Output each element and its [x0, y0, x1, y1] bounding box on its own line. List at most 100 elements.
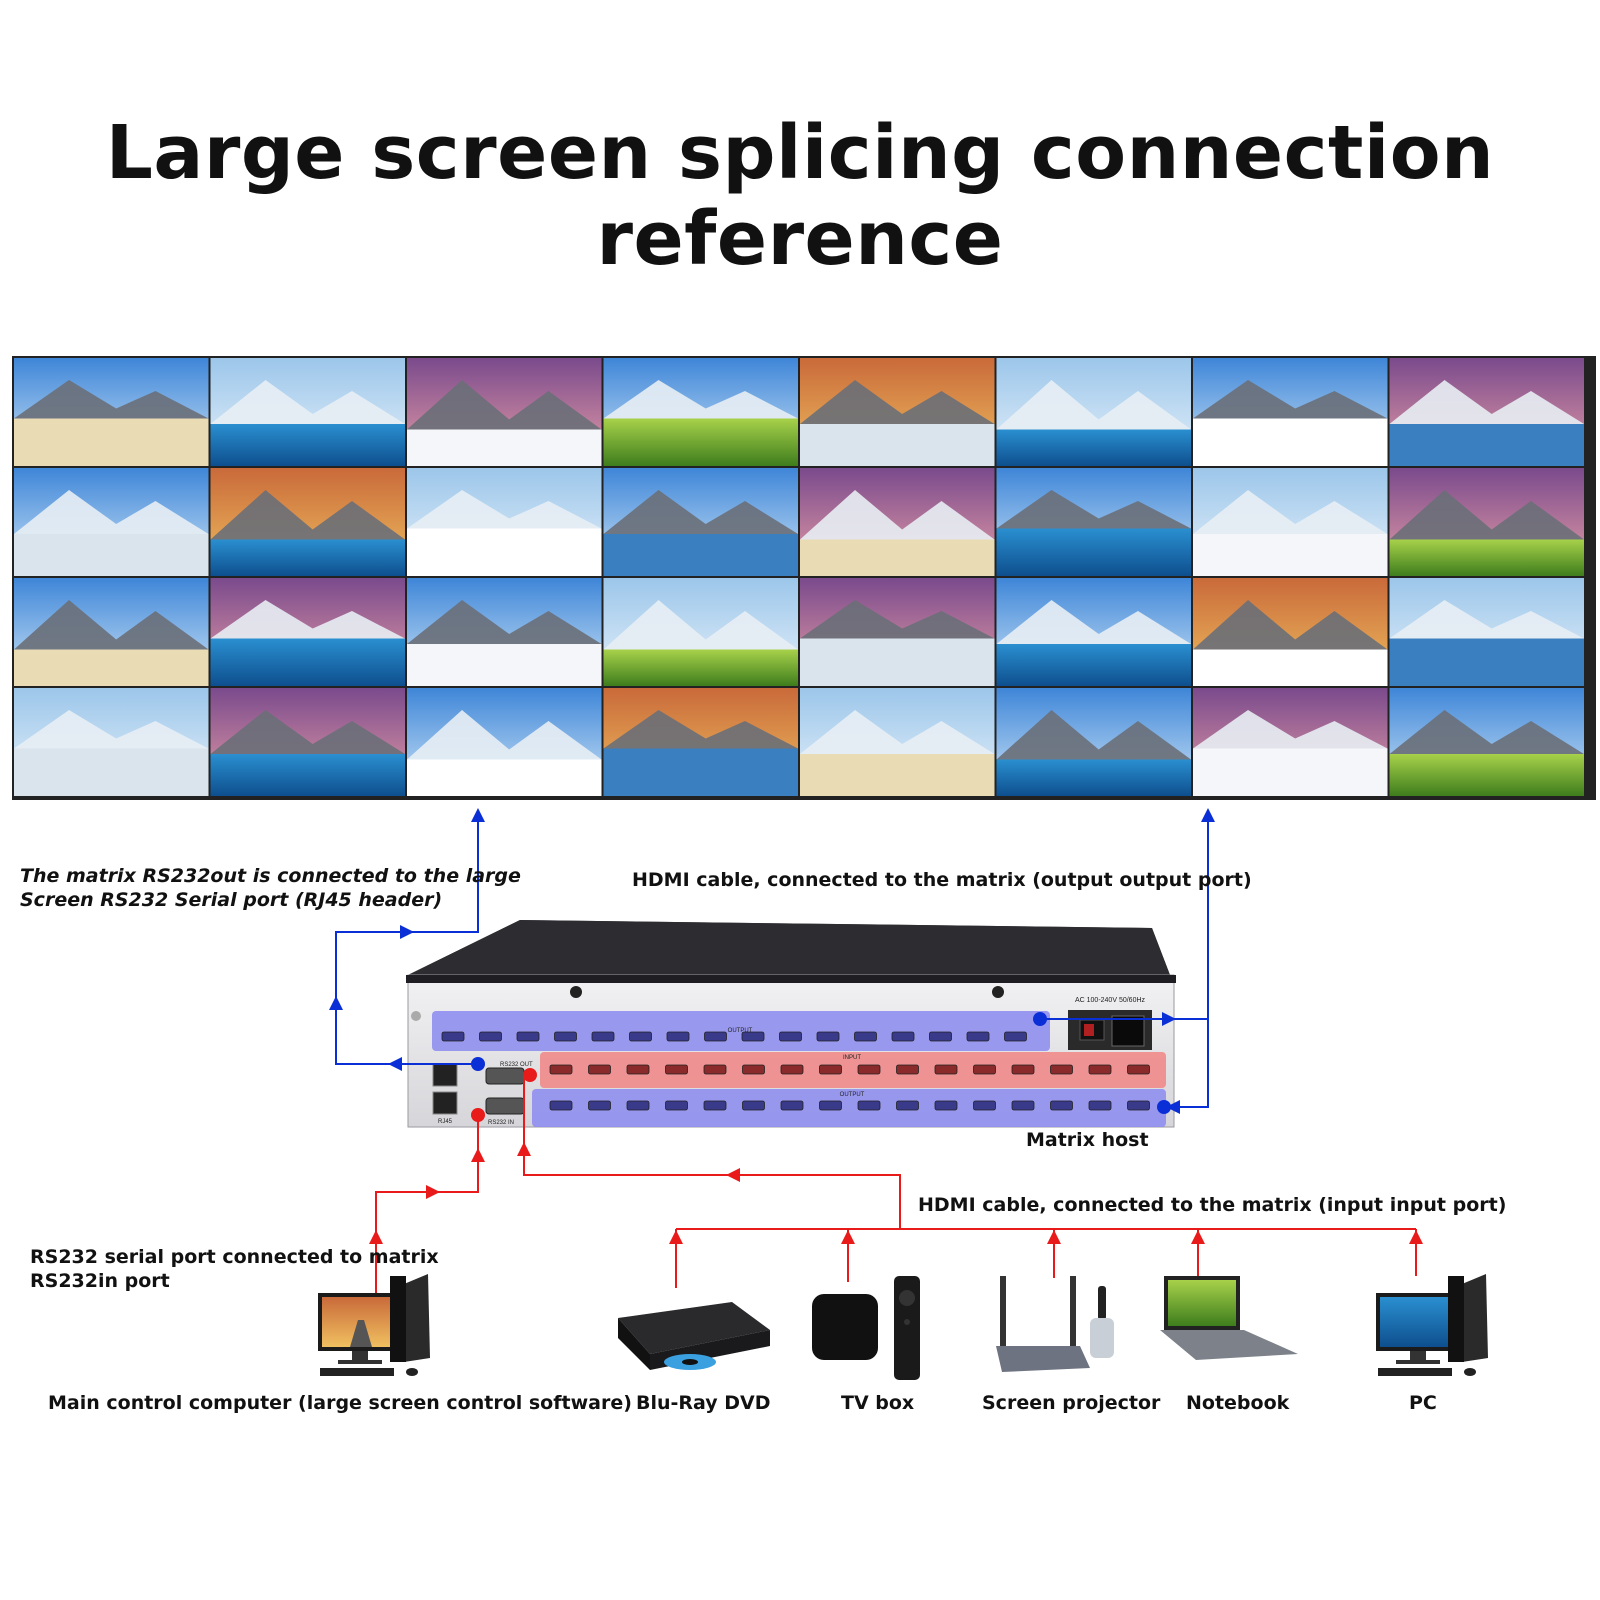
- screen-projector-icon: [996, 1276, 1114, 1372]
- hdmi-port: [896, 1064, 919, 1075]
- hdmi-port: [857, 1064, 881, 1075]
- hdmi-port: [554, 1031, 577, 1042]
- input-band-label: INPUT: [843, 1055, 861, 1061]
- hdmi-port: [703, 1100, 727, 1111]
- rs232out-control-line: [335, 815, 479, 1065]
- hdmi-port: [1127, 1064, 1150, 1075]
- hdmi-port: [854, 1031, 877, 1042]
- hdmi-port: [666, 1031, 690, 1042]
- tv-box-icon: [812, 1276, 920, 1380]
- video-wall-tile: [14, 468, 209, 576]
- hdmi-port: [1127, 1100, 1150, 1111]
- video-wall-tile: [603, 688, 798, 796]
- video-wall-tile: [1193, 688, 1388, 796]
- hdmi-port: [896, 1100, 919, 1111]
- computer-icon: [318, 1274, 430, 1376]
- video-wall-tile: [407, 688, 602, 796]
- video-wall-tile: [407, 578, 602, 686]
- video-wall-tile: [210, 578, 405, 686]
- hdmi-port: [973, 1064, 996, 1075]
- hdmi-port: [588, 1064, 611, 1075]
- video-wall-tile: [407, 468, 602, 576]
- hdmi-port: [779, 1031, 802, 1042]
- rs232in-note: RS232 serial port connected to matrix RS…: [30, 1245, 439, 1293]
- video-wall-tile: [14, 688, 209, 796]
- video-wall-tile: [407, 358, 602, 466]
- hdmi-port: [479, 1031, 502, 1042]
- hdmi-port: [703, 1064, 727, 1075]
- hdmi-port: [857, 1100, 881, 1111]
- hdmi-port: [741, 1031, 765, 1042]
- video-wall-tile: [996, 468, 1191, 576]
- hdmi-port: [816, 1031, 840, 1042]
- video-wall-tile: [210, 468, 405, 576]
- hdmi-port: [665, 1064, 688, 1075]
- device-label-tv-box: TV box: [841, 1392, 915, 1414]
- bluray-player-icon: [618, 1302, 770, 1370]
- hdmi-port: [819, 1064, 842, 1075]
- rs232out-note-line1: The matrix RS232out is connected to the …: [20, 865, 521, 887]
- output-band-bottom-label: OUTPUT: [840, 1092, 865, 1098]
- rs232-out-label: RS232 OUT: [500, 1062, 533, 1068]
- power-label: AC 100-240V 50/60Hz: [1075, 997, 1146, 1004]
- video-wall-tile: [210, 688, 405, 796]
- video-wall-tile: [1193, 578, 1388, 686]
- hdmi-port: [626, 1100, 650, 1111]
- output-band-bottom: [532, 1089, 1166, 1127]
- video-wall-tile: [14, 578, 209, 686]
- hdmi-port: [780, 1064, 804, 1075]
- hdmi-port: [704, 1031, 727, 1042]
- laptop-icon: [1160, 1276, 1298, 1360]
- hdmi-port: [966, 1031, 990, 1042]
- computer-icon: [1376, 1274, 1488, 1376]
- input-band: [540, 1052, 1166, 1088]
- video-wall-tile: [996, 688, 1191, 796]
- hdmi-port: [891, 1031, 915, 1042]
- hdmi-port: [1011, 1064, 1035, 1075]
- device-label-notebook: Notebook: [1186, 1392, 1290, 1414]
- video-wall-tile: [800, 358, 995, 466]
- hdmi-port: [934, 1100, 958, 1111]
- rj45-port-2: [432, 1091, 458, 1115]
- video-wall-tile: [1389, 358, 1584, 466]
- hdmi-port: [516, 1031, 540, 1042]
- video-wall-tile: [14, 358, 209, 466]
- video-wall-tile: [603, 578, 798, 686]
- device-label-pc: PC: [1409, 1392, 1437, 1414]
- device-label-bluray: Blu-Ray DVD: [636, 1392, 771, 1414]
- hdmi-port: [934, 1064, 958, 1075]
- video-wall-tile: [1389, 688, 1584, 796]
- hdmi-input-note: HDMI cable, connected to the matrix (inp…: [918, 1194, 1507, 1216]
- rs232-in-label: RS232 IN: [488, 1120, 514, 1126]
- hdmi-port: [665, 1100, 688, 1111]
- hdmi-port: [929, 1031, 952, 1042]
- device-label-main-computer: Main control computer (large screen cont…: [48, 1392, 632, 1414]
- video-wall-tile: [603, 358, 798, 466]
- rs232out-note-line2: Screen RS232 Serial port (RJ45 header): [20, 889, 443, 911]
- hdmi-port: [973, 1100, 996, 1111]
- hdmi-port: [1011, 1100, 1035, 1111]
- video-wall-tile: [1389, 468, 1584, 576]
- hdmi-port: [588, 1100, 611, 1111]
- video-wall-tile: [603, 468, 798, 576]
- hdmi-port: [1088, 1064, 1112, 1075]
- hdmi-port: [819, 1100, 842, 1111]
- device-label-screen-projector: Screen projector: [982, 1392, 1161, 1414]
- video-wall-tile: [1193, 468, 1388, 576]
- video-wall-tile: [1389, 578, 1584, 686]
- rs232in-note-line1: RS232 serial port connected to matrix: [30, 1246, 439, 1268]
- rs232in-note-line2: RS232in port: [30, 1270, 170, 1292]
- hdmi-port: [780, 1100, 804, 1111]
- video-wall-tile: [800, 468, 995, 576]
- hdmi-port: [549, 1100, 573, 1111]
- output-band-top-label: OUTPUT: [728, 1028, 753, 1034]
- hdmi-port: [1050, 1100, 1073, 1111]
- hdmi-port: [742, 1100, 765, 1111]
- hdmi-port: [742, 1064, 765, 1075]
- hdmi-port: [591, 1031, 615, 1042]
- page-title: Large screen splicing connection referen…: [105, 110, 1495, 282]
- video-wall-tile: [800, 688, 995, 796]
